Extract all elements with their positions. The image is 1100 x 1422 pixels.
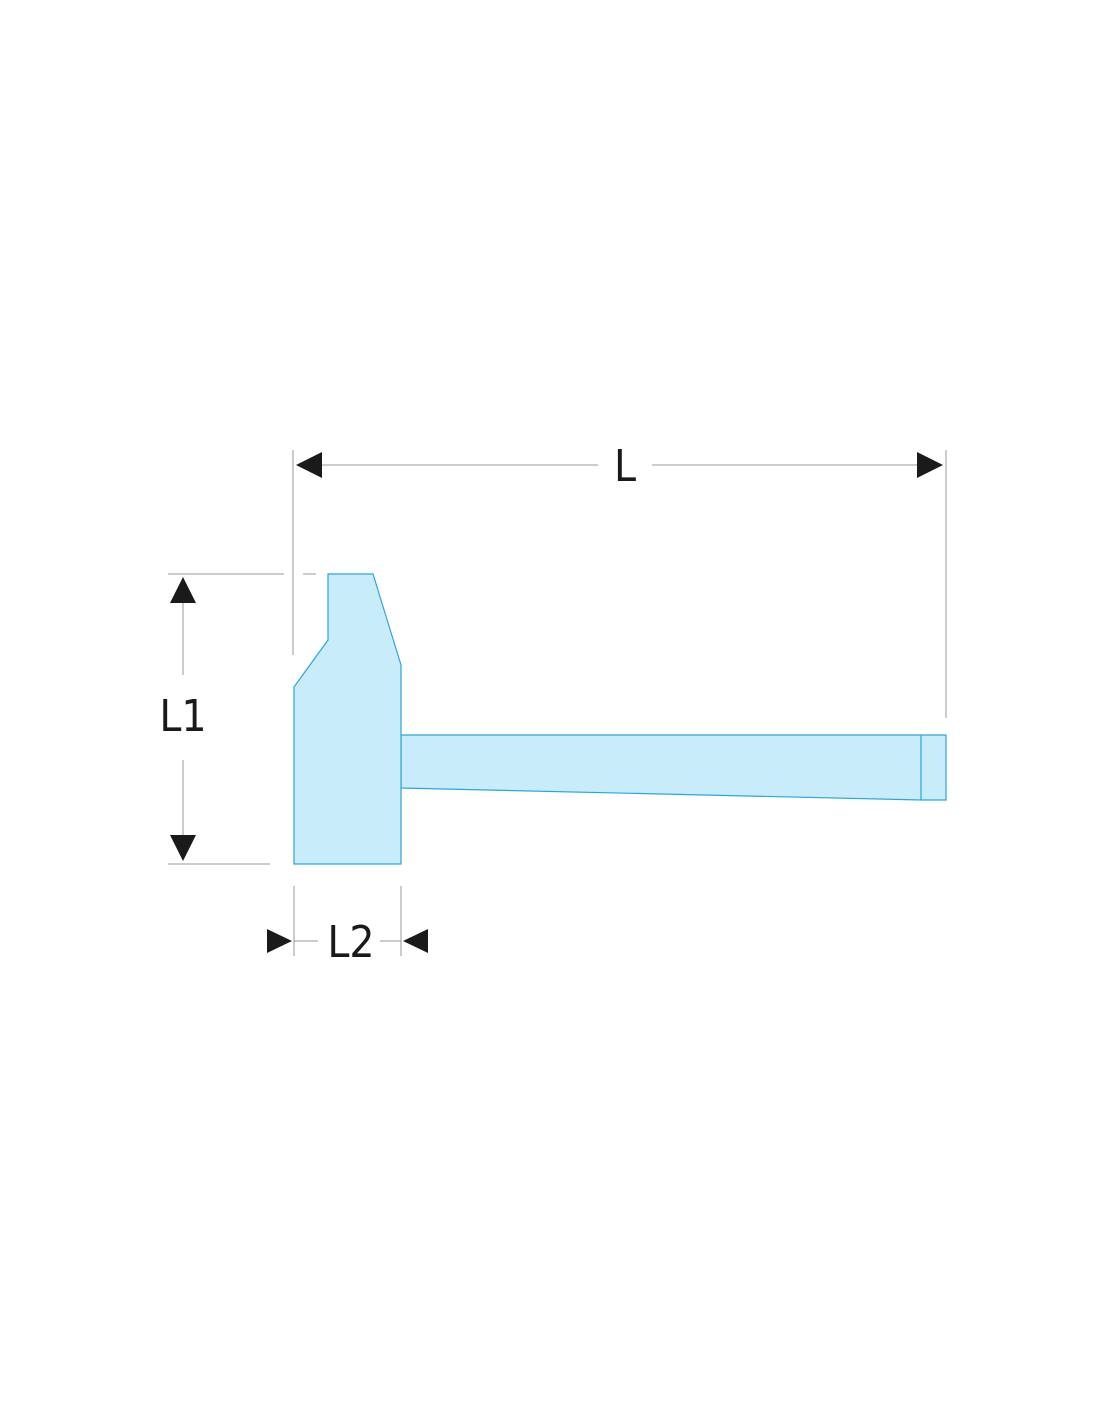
hammer-handle [400,734,947,801]
arrowhead-right-icon [917,452,943,478]
arrowhead-right-pointing-icon [267,929,292,953]
dimension-l1: L1 [159,573,316,865]
label-l1: L1 [159,691,206,742]
arrowhead-up-icon [170,577,196,603]
dimension-l: L [292,441,947,718]
hammer-head [293,573,402,865]
arrowhead-left-pointing-icon [403,929,428,953]
arrowhead-left-icon [296,452,322,478]
arrowhead-down-icon [170,835,196,861]
label-l: L [614,441,636,492]
dimension-l2: L2 [267,886,428,968]
label-l2: L2 [327,917,374,968]
